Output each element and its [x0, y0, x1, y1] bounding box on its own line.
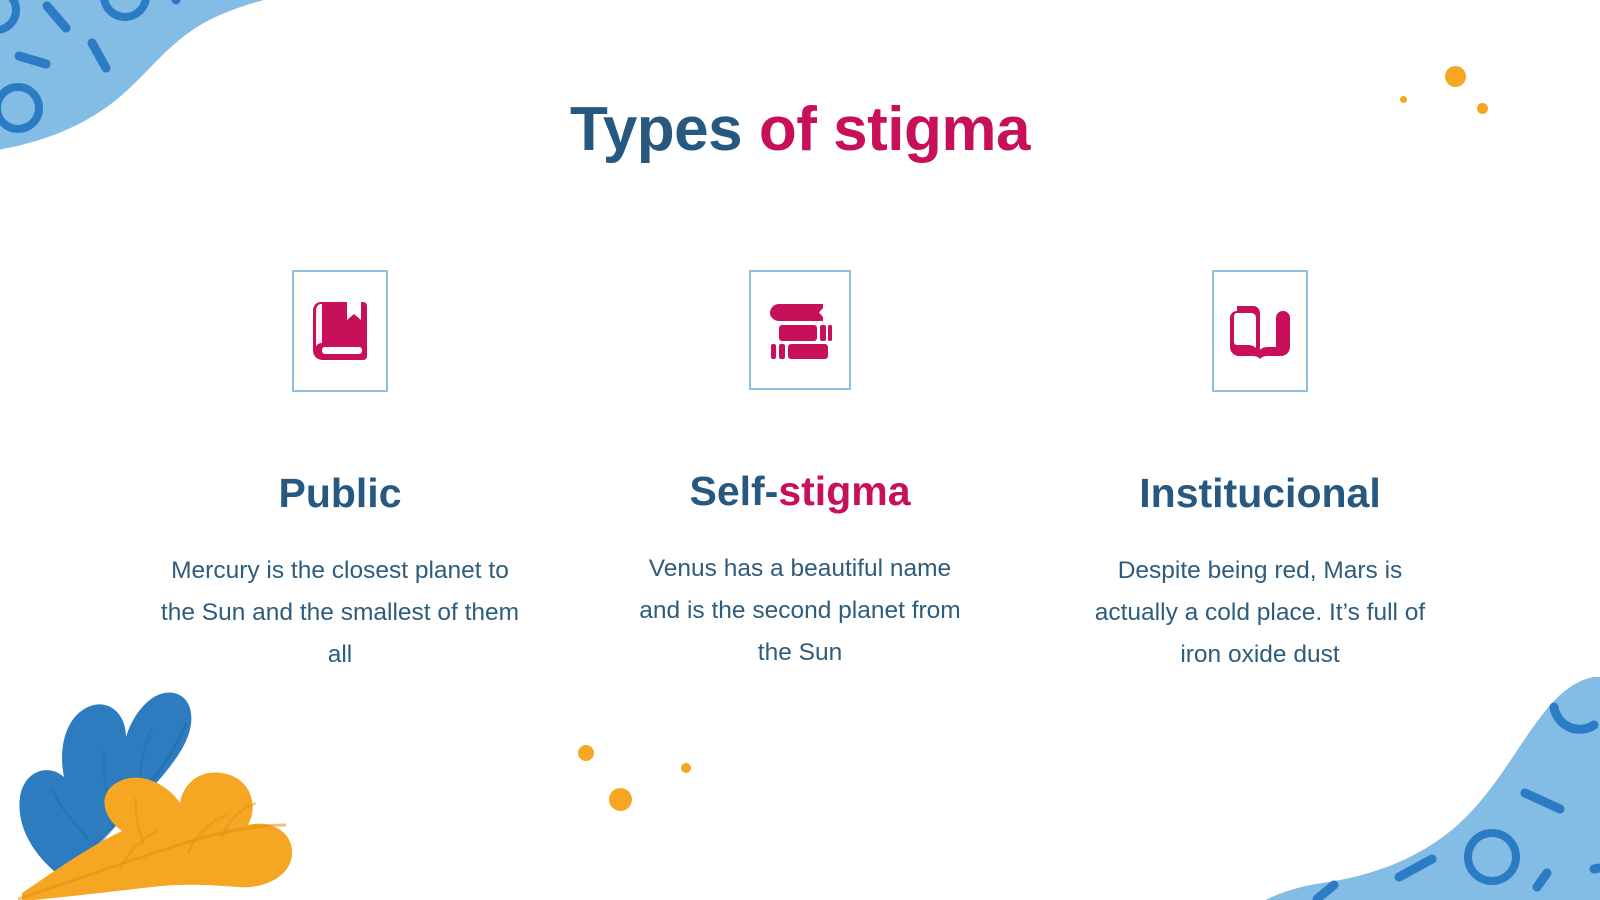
orange-dot-small-bottom-center — [681, 763, 691, 773]
icon-box-institucional — [1212, 270, 1308, 392]
column-body-self-stigma: Venus has a beautiful name and is the se… — [639, 555, 961, 667]
column-heading-institucional: Institucional — [1139, 470, 1380, 517]
column-body-institucional: Despite being red, Mars is actually a co… — [1094, 557, 1426, 669]
page-title-primary: Types — [570, 95, 759, 164]
page-title-accent: of stigma — [758, 95, 1031, 164]
icon-box-self-stigma — [749, 270, 851, 390]
column-self-stigma: Self-stigma Venus has a beautiful name a… — [590, 270, 1010, 675]
orange-dot-medium-bottom-center — [578, 745, 594, 761]
open-book-icon — [1229, 303, 1291, 359]
icon-box-public — [292, 270, 388, 392]
blue-leaf — [19, 692, 192, 884]
orange-leaf — [17, 772, 293, 900]
orange-dot-large-top-right — [1445, 66, 1466, 87]
blue-blob-bottom-right-decoration — [1260, 676, 1600, 900]
orange-dot-small-top-right — [1400, 96, 1407, 103]
column-heading-self-stigma-accent: stigma — [778, 468, 911, 514]
column-heading-public-primary: Public — [278, 470, 402, 516]
column-heading-self-stigma-primary: Self- — [689, 468, 779, 514]
orange-dot-medium-top-right — [1477, 103, 1488, 114]
column-heading-self-stigma: Self-stigma — [689, 468, 910, 515]
page-title: Types of stigma — [0, 95, 1600, 164]
columns-container: Public Mercury is the closest planet to … — [130, 270, 1470, 677]
column-body-public: Mercury is the closest planet to the Sun… — [160, 557, 520, 669]
orange-dot-large-bottom-center — [609, 788, 632, 811]
stacked-books-icon — [767, 301, 833, 359]
column-institucional: Institucional Despite being red, Mars is… — [1050, 270, 1470, 677]
column-heading-public: Public — [278, 470, 401, 517]
closed-book-icon — [311, 300, 369, 362]
column-heading-institucional-primary: Institucional — [1139, 470, 1381, 516]
column-public: Public Mercury is the closest planet to … — [130, 270, 550, 677]
